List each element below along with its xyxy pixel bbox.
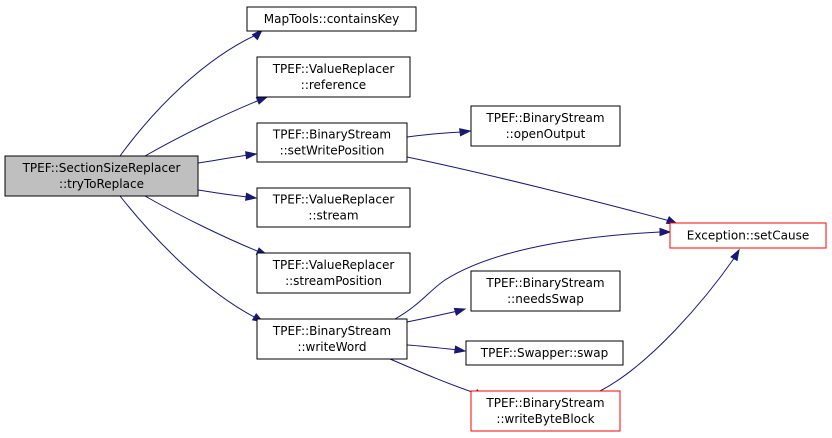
node-box [256,122,408,163]
edge-root-to-reference [144,96,269,157]
node-label: TPEF::BinaryStream [485,276,604,290]
node-box [256,252,411,294]
edge-writeByteBlock-to-setCause [599,248,740,392]
node-root[interactable]: TPEF::SectionSizeReplacer::tryToReplace [4,155,199,197]
edge-line [119,195,259,320]
edge-root-to-streamPosition [144,195,269,256]
edge-line [406,156,671,222]
node-label-line: ::writeByteBlock [496,412,594,426]
edge-line [406,310,459,323]
node-label: TPEF::BinaryStream [272,128,391,142]
edge-writeWord-to-needsSwap [406,307,467,323]
node-box [256,56,411,98]
edge-root-to-stream [197,189,258,201]
node-label-line: ::openOutput [506,127,586,141]
node-setCause[interactable]: Exception::setCause [669,222,827,249]
edge-line [394,231,661,320]
edge-root-to-writeWord [119,195,265,323]
node-label: TPEF::Swapper::swap [480,346,608,360]
node-box [470,390,621,432]
node-box [4,155,199,197]
node-needsSwap[interactable]: TPEF::BinaryStream::needsSwap [470,270,621,312]
arrowhead [453,307,467,316]
node-writeWord[interactable]: TPEF::BinaryStream::writeWord [256,318,408,360]
arrowhead [255,96,269,105]
node-openOutput[interactable]: TPEF::BinaryStream::openOutput [470,105,621,147]
node-stream[interactable]: TPEF::ValueReplacer::stream [256,187,411,228]
node-box [470,270,621,312]
edge-line [406,344,459,351]
node-box [256,318,408,360]
node-label-line: ::reference [301,78,366,92]
node-swap[interactable]: TPEF::Swapper::swap [465,340,624,366]
node-label: TPEF::BinaryStream [272,324,391,338]
node-reference[interactable]: TPEF::ValueReplacer::reference [256,56,411,98]
node-label: TPEF::ValueReplacer [272,193,395,207]
node-label: MapTools::containsKey [264,12,400,26]
arrowhead [251,28,264,41]
edge-line [599,256,736,392]
node-setWritePosition[interactable]: TPEF::BinaryStream::setWritePosition [256,122,408,163]
arrowhead [454,345,467,354]
edge-setWritePosition-to-openOutput [406,128,472,138]
edge-setWritePosition-to-setCause [406,156,679,225]
node-label: TPEF::ValueReplacer [272,258,395,272]
node-label-line: ::stream [308,209,358,223]
node-box [470,105,621,147]
node-label: TPEF::BinaryStream [485,111,604,125]
edge-root-to-setWritePosition [197,151,258,164]
node-containsKey[interactable]: MapTools::containsKey [246,6,417,32]
node-label: Exception::setCause [687,229,809,243]
nodes-layer: TPEF::SectionSizeReplacer::tryToReplace M… [4,6,827,432]
edge-line [406,131,463,138]
arrowhead [459,128,472,137]
node-box [246,6,417,32]
node-label-line: ::tryToReplace [59,177,144,191]
edge-line [144,195,263,254]
node-label: TPEF::ValueReplacer [272,62,395,76]
arrowhead [659,227,672,237]
node-box [465,340,624,366]
node-label: TPEF::SectionSizeReplacer [22,161,181,175]
node-label-line: ::setWritePosition [280,144,385,158]
edge-line [197,189,249,198]
edges-layer [119,28,740,398]
arrowhead [245,192,258,201]
node-streamPosition[interactable]: TPEF::ValueReplacer::streamPosition [256,252,411,294]
edge-line [144,98,263,157]
node-box [256,187,411,228]
edge-root-to-containsKey [119,28,264,157]
node-label: TPEF::BinaryStream [485,396,604,410]
edge-line [119,33,259,157]
node-box [669,222,827,249]
edge-line [389,358,479,395]
node-label-line: ::writeWord [297,340,366,354]
node-writeByteBlock[interactable]: TPEF::BinaryStream::writeByteBlock [470,390,621,432]
arrowhead [245,151,258,160]
edge-line [197,154,249,164]
node-label-line: ::streamPosition [285,274,382,288]
edge-writeWord-to-swap [406,344,467,354]
arrowhead [730,248,740,262]
edge-writeWord-to-setCause [394,227,672,320]
node-label-line: ::needsSwap [507,292,584,306]
